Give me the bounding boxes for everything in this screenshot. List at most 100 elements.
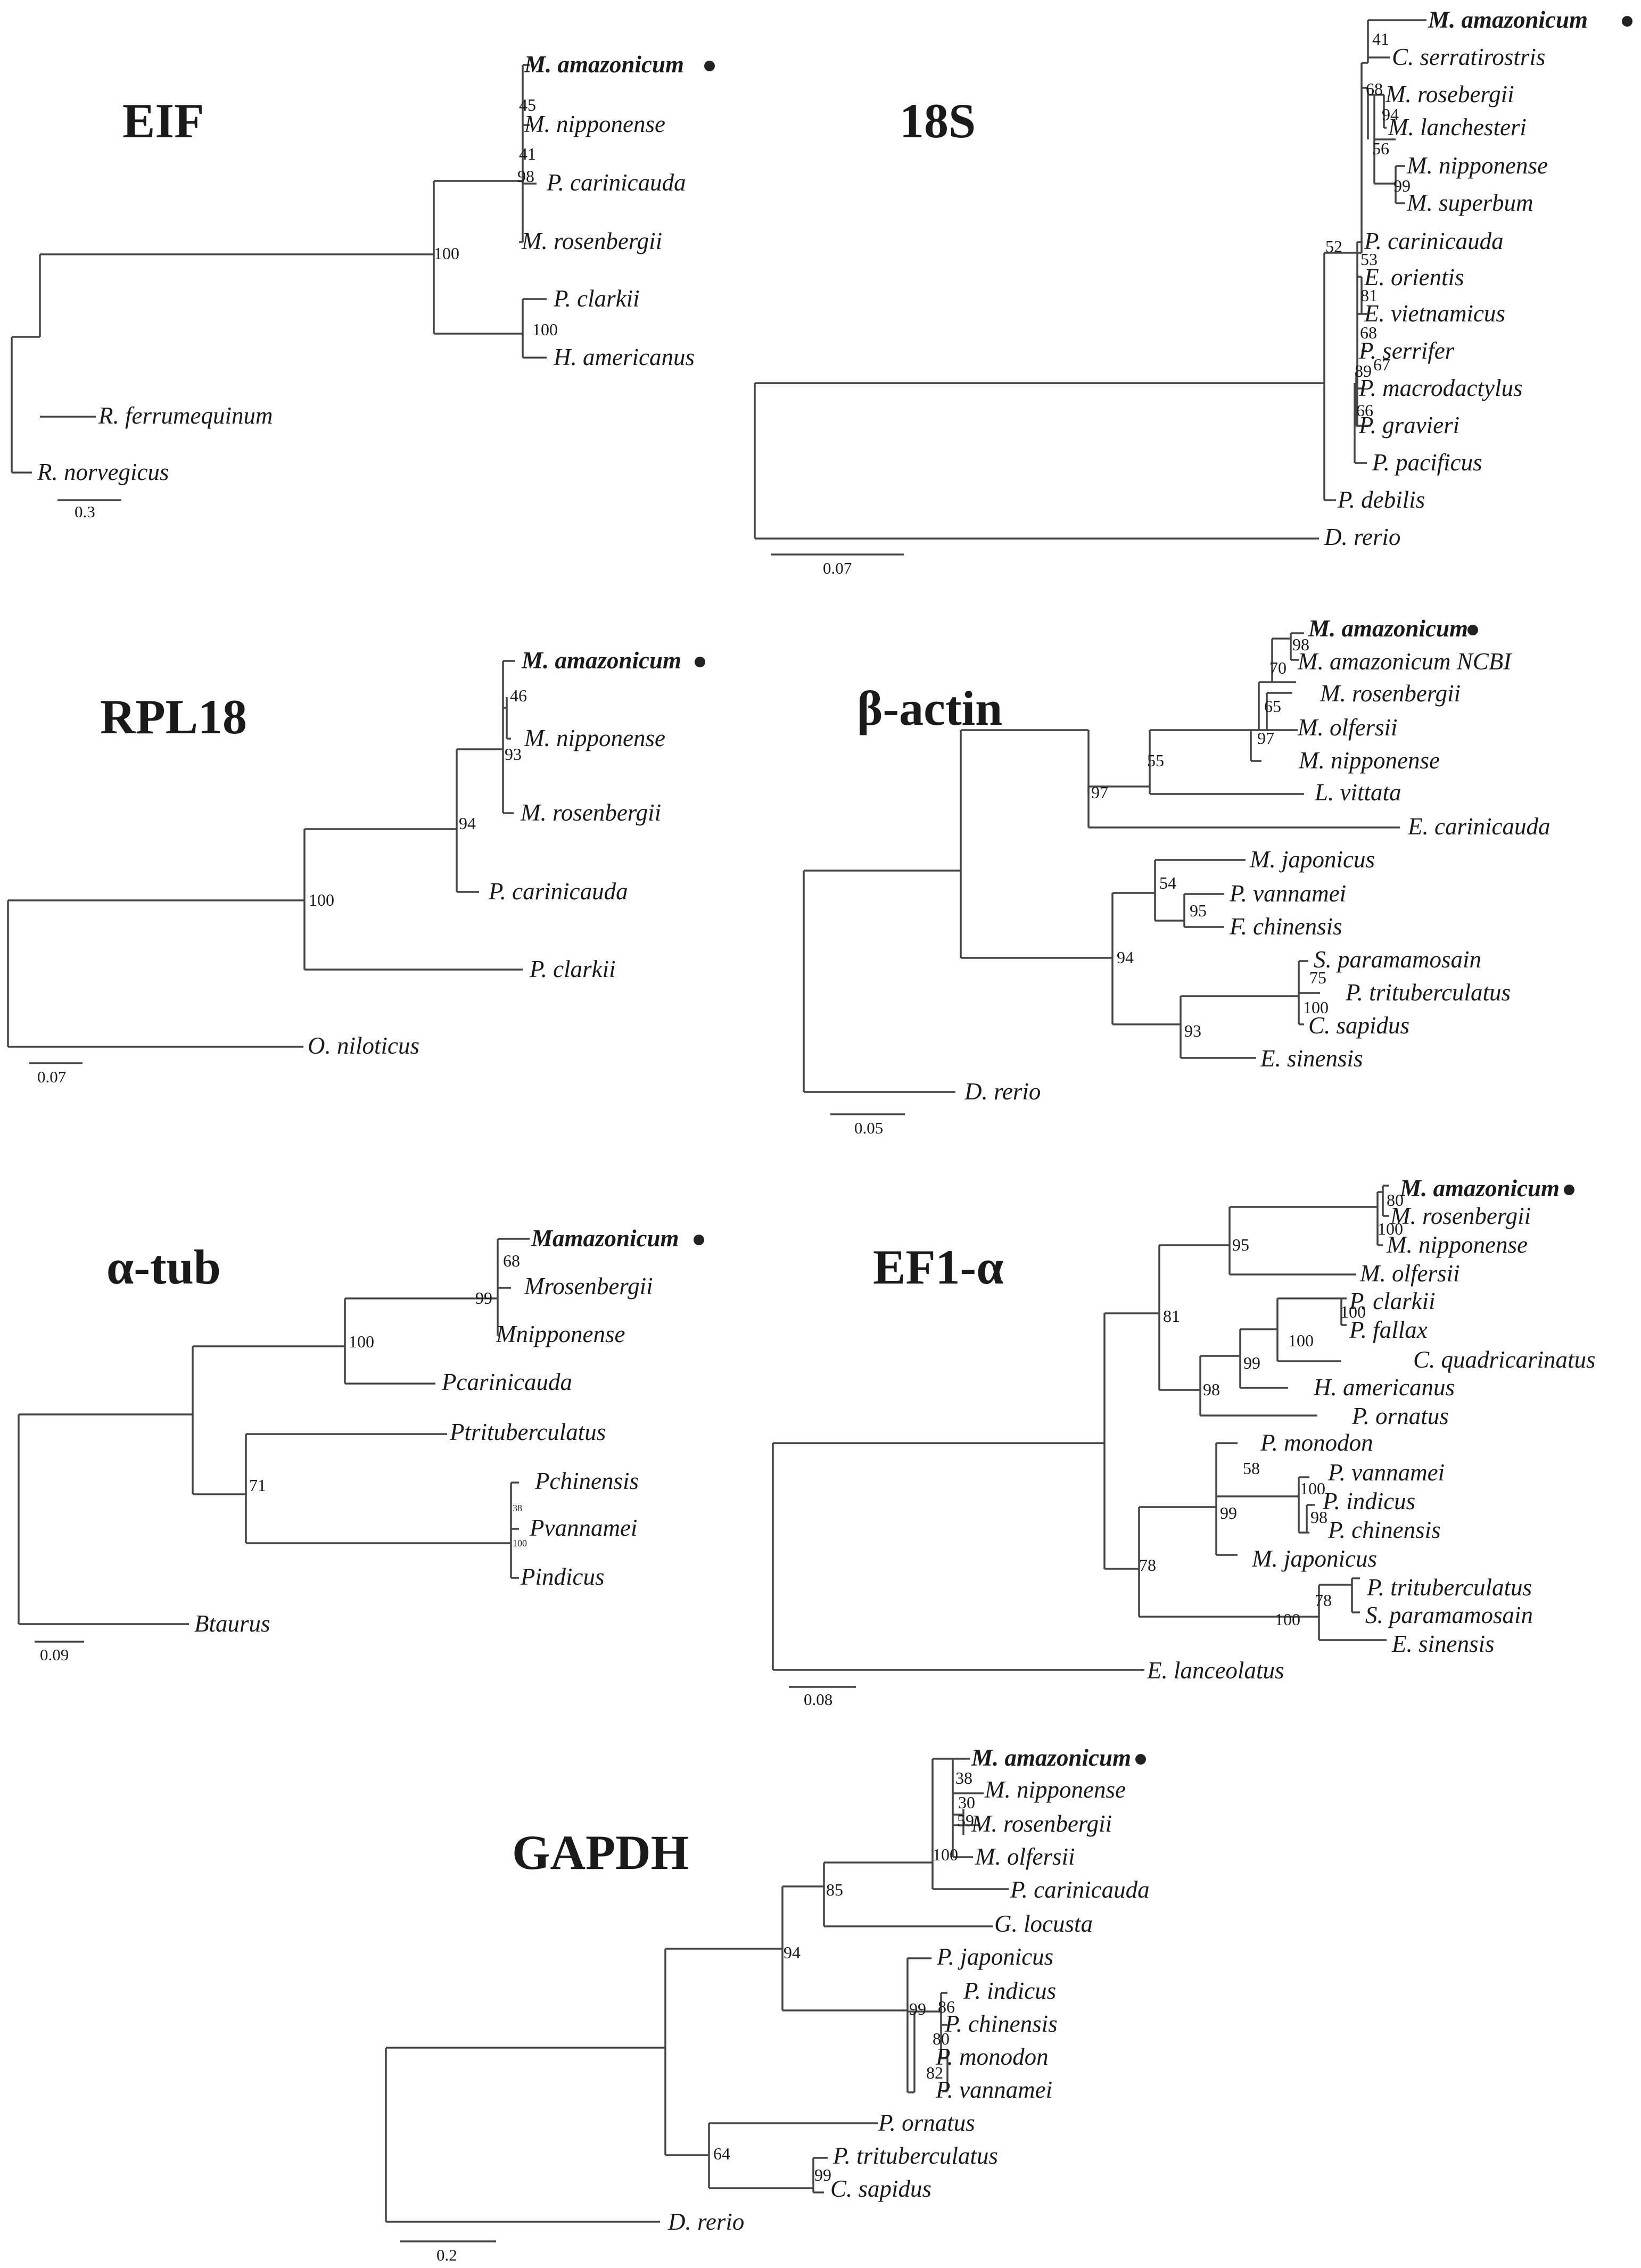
panel-ef1-alpha: EF1-α 80 100 95 100 100 99 98 81 58 100 …	[772, 1175, 1596, 1709]
support-value: 94	[1382, 105, 1399, 124]
panel-title: 18S	[900, 94, 976, 148]
support-value: 99	[1220, 1503, 1237, 1522]
support-value: 85	[826, 1880, 843, 1899]
support-value: 93	[505, 744, 522, 764]
support-value: 89	[1355, 361, 1372, 380]
taxon-label: P. monodon	[935, 2043, 1049, 2070]
support-value: 81	[1360, 286, 1378, 305]
taxon-label: M. amazonicum NCBI	[1297, 648, 1512, 675]
taxon-label: M. rosenbergii	[1320, 680, 1461, 707]
scale-label: 0.2	[436, 2246, 457, 2264]
support-value: 41	[1372, 29, 1389, 48]
taxon-label: M. amazonicum	[1428, 6, 1588, 33]
taxon-label: S. paramamosain	[1365, 1602, 1533, 1628]
highlight-dot-icon	[695, 657, 705, 667]
support-value: 93	[1184, 1021, 1201, 1040]
support-values: 38 30 59 100 85 94 99 86 80 82 64 99	[713, 1768, 975, 2184]
support-value: 86	[938, 1997, 955, 2016]
panel-beta-actin: β-actin 98 70 65 97 55 97 54 95 94 75 10…	[803, 615, 1550, 1137]
support-value: 56	[1372, 139, 1389, 158]
taxon-label: P. clarkii	[1349, 1288, 1436, 1314]
highlight-dot-icon	[694, 1235, 704, 1245]
support-value: 95	[1232, 1235, 1249, 1254]
taxon-label: C. serratirostris	[1392, 44, 1545, 70]
support-value: 70	[1269, 658, 1287, 677]
taxon-label: P. trituberculatus	[1366, 1574, 1532, 1601]
taxon-label: M. olfersii	[1297, 714, 1398, 741]
taxon-labels: M. amazonicum M. rosenbergii M. nipponen…	[1147, 1175, 1596, 1684]
scale-bar: 0.05	[830, 1113, 905, 1137]
support-value: 41	[519, 144, 536, 163]
support-value: 82	[926, 2063, 943, 2082]
taxon-label: E. vietnamicus	[1364, 300, 1505, 327]
support-value: 75	[1309, 968, 1326, 987]
highlight-dot-icon	[1135, 1754, 1146, 1765]
panel-eif: EIF 45 41 98 100 100 M. amazonicum M. ni…	[11, 51, 715, 521]
taxon-label: Btaurus	[194, 1610, 270, 1637]
taxon-label: M. lanchesteri	[1388, 114, 1527, 140]
support-values: 41 68 94 56 99 52 53 81 68 89 67 66	[1325, 29, 1411, 420]
scale-bar: 0.07	[771, 553, 904, 577]
taxon-labels: M. amazonicum M. nipponense M. rosenberg…	[308, 647, 705, 1059]
support-value: 68	[1360, 323, 1377, 342]
taxon-label: P. trituberculatus	[1345, 979, 1511, 1006]
taxon-label: P. ornatus	[878, 2109, 975, 2136]
support-value: 100	[1300, 1479, 1325, 1498]
support-value: 78	[1315, 1591, 1332, 1610]
taxon-label: M. japonicus	[1249, 846, 1375, 873]
support-value: 80	[933, 2029, 950, 2048]
support-value: 66	[1356, 401, 1373, 420]
scale-bar: 0.07	[29, 1062, 83, 1086]
tree-branches	[772, 1185, 1389, 1671]
panel-rpl18: RPL18 46 93 94 100 M. amazonicum M. nipp…	[7, 647, 705, 1086]
panel-title: RPL18	[100, 690, 247, 744]
panel-title: EIF	[122, 94, 204, 148]
support-value: 30	[958, 1793, 975, 1812]
support-value: 81	[1163, 1306, 1180, 1326]
support-value: 99	[814, 2165, 831, 2184]
taxon-label: D. rerio	[667, 2208, 744, 2235]
support-value: 58	[1243, 1459, 1260, 1478]
support-value: 94	[459, 814, 476, 833]
taxon-label: P. ornatus	[1351, 1403, 1449, 1429]
taxon-label: M. rosenbergii	[1390, 1203, 1531, 1229]
taxon-label: P. debilis	[1337, 486, 1425, 513]
taxon-label: P. monodon	[1260, 1429, 1373, 1456]
panel-title: α-tub	[106, 1240, 221, 1294]
taxon-label: M. nipponense	[524, 725, 665, 751]
taxon-label: E. carinicauda	[1407, 813, 1550, 840]
support-value: 95	[1190, 901, 1207, 920]
support-value: 45	[519, 95, 536, 114]
taxon-labels: M. amazonicum M. nipponense M. rosenberg…	[667, 1744, 1150, 2235]
taxon-label: H. americanus	[1313, 1374, 1455, 1401]
support-values: 46 93 94 100	[309, 686, 527, 909]
taxon-label: M. superbum	[1406, 189, 1533, 216]
taxon-label: M. rosenbergii	[971, 1810, 1112, 1837]
support-value: 99	[1243, 1353, 1260, 1372]
support-value: 100	[1303, 998, 1329, 1017]
taxon-label: P. carinicauda	[1010, 1876, 1150, 1903]
support-value: 68	[503, 1251, 520, 1270]
panel-title: β-actin	[857, 681, 1002, 735]
taxon-label: M. amazonicum	[1308, 615, 1468, 642]
support-value: 100	[434, 244, 459, 263]
taxon-label: E. sinensis	[1260, 1045, 1363, 1072]
taxon-label: P. vannamei	[1229, 880, 1346, 907]
scale-bar: 0.08	[789, 1686, 856, 1709]
support-value: 98	[1310, 1508, 1327, 1527]
support-value: 99	[1393, 176, 1411, 195]
taxon-label: R. ferrumequinum	[98, 402, 273, 429]
support-value: 94	[784, 1943, 801, 1962]
scale-label: 0.09	[40, 1645, 69, 1664]
support-value: 97	[1091, 783, 1108, 802]
highlight-dot-icon	[704, 61, 715, 71]
taxon-label: P. pacificus	[1372, 449, 1482, 476]
taxon-label: M. olfersii	[975, 1843, 1075, 1870]
taxon-label: M. amazonicum	[524, 51, 684, 78]
scale-label: 0.08	[804, 1690, 832, 1709]
taxon-label: Pcarinicauda	[441, 1369, 572, 1395]
support-value: 94	[1117, 948, 1134, 967]
taxon-label: P. carinicauda	[488, 878, 628, 905]
support-value: 100	[513, 1538, 527, 1549]
